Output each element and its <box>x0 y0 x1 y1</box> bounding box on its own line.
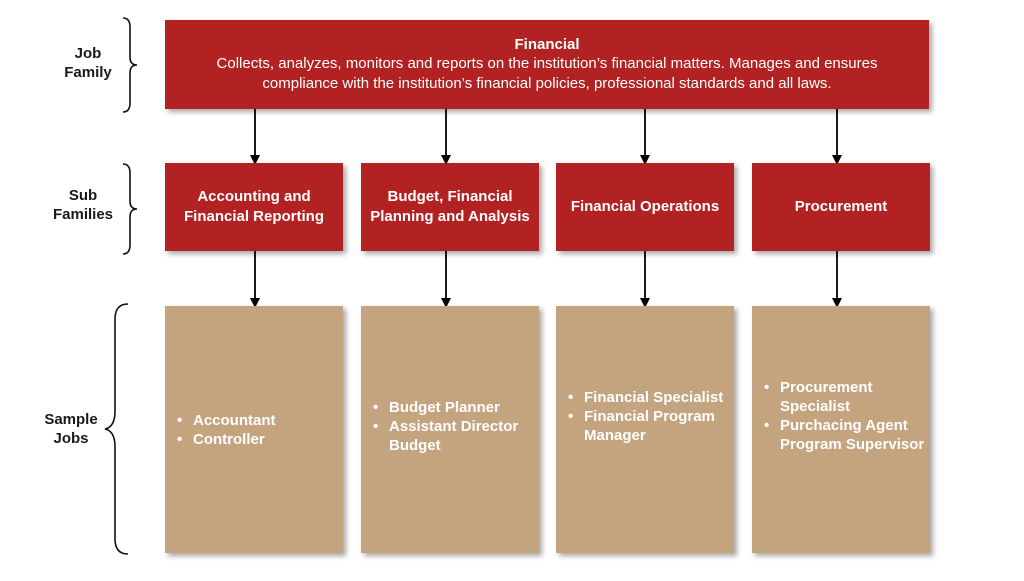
job-family-label: Job Family <box>58 44 118 82</box>
sub-family-box-budget: Budget, Financial Planning and Analysis <box>361 163 539 251</box>
sub-family-box-operations: Financial Operations <box>556 163 734 251</box>
sample-jobs-list: Financial Specialist Financial Program M… <box>568 388 734 445</box>
job-family-label-line2: Family <box>64 64 112 81</box>
sample-jobs-box-budget: Budget Planner Assistant Director Budget <box>361 306 539 553</box>
sub-family-box-accounting: Accounting and Financial Reporting <box>165 163 343 251</box>
sub-family-name: Accounting and Financial Reporting <box>183 188 324 225</box>
list-item: Controller <box>177 430 276 449</box>
job-family-box: Financial Collects, analyzes, monitors a… <box>165 20 929 109</box>
sample-jobs-box-operations: Financial Specialist Financial Program M… <box>556 306 734 553</box>
list-item: Assistant Director Budget <box>373 417 539 455</box>
list-item: Accountant <box>177 411 275 430</box>
sub-family-name: Financial Operations <box>570 198 720 215</box>
sample-jobs-label-line1: Sample <box>44 411 98 428</box>
sub-families-label: Sub Families <box>48 186 118 224</box>
sub-families-brace <box>122 163 138 255</box>
sub-families-label-line1: Sub <box>68 187 98 204</box>
sub-family-name: Procurement <box>794 198 888 215</box>
sub-families-label-line2: Families <box>52 206 114 223</box>
sample-jobs-list: Accountant Controller <box>177 411 276 449</box>
list-item: Purchacing Agent Program Supervisor <box>764 416 930 454</box>
list-item: Procurement Specialist <box>764 378 930 416</box>
job-family-description: Collects, analyzes, monitors and reports… <box>216 55 878 92</box>
sample-jobs-label: Sample Jobs <box>36 410 106 448</box>
sub-family-box-procurement: Procurement <box>752 163 930 251</box>
list-item: Financial Specialist <box>568 388 734 407</box>
job-family-brace <box>122 17 138 113</box>
sample-jobs-box-procurement: Procurement Specialist Purchacing Agent … <box>752 306 930 553</box>
list-item: Financial Program Manager <box>568 407 734 445</box>
sample-jobs-list: Budget Planner Assistant Director Budget <box>373 398 539 455</box>
sample-jobs-list: Procurement Specialist Purchacing Agent … <box>764 378 930 454</box>
sample-jobs-brace <box>104 303 129 555</box>
sample-jobs-label-line2: Jobs <box>53 430 89 447</box>
job-family-label-line1: Job <box>74 45 102 62</box>
sample-jobs-box-accounting: Accountant Controller <box>165 306 343 553</box>
sub-family-name: Budget, Financial Planning and Analysis <box>370 188 530 225</box>
job-family-title: Financial <box>514 36 580 53</box>
list-item: Budget Planner <box>373 398 539 417</box>
